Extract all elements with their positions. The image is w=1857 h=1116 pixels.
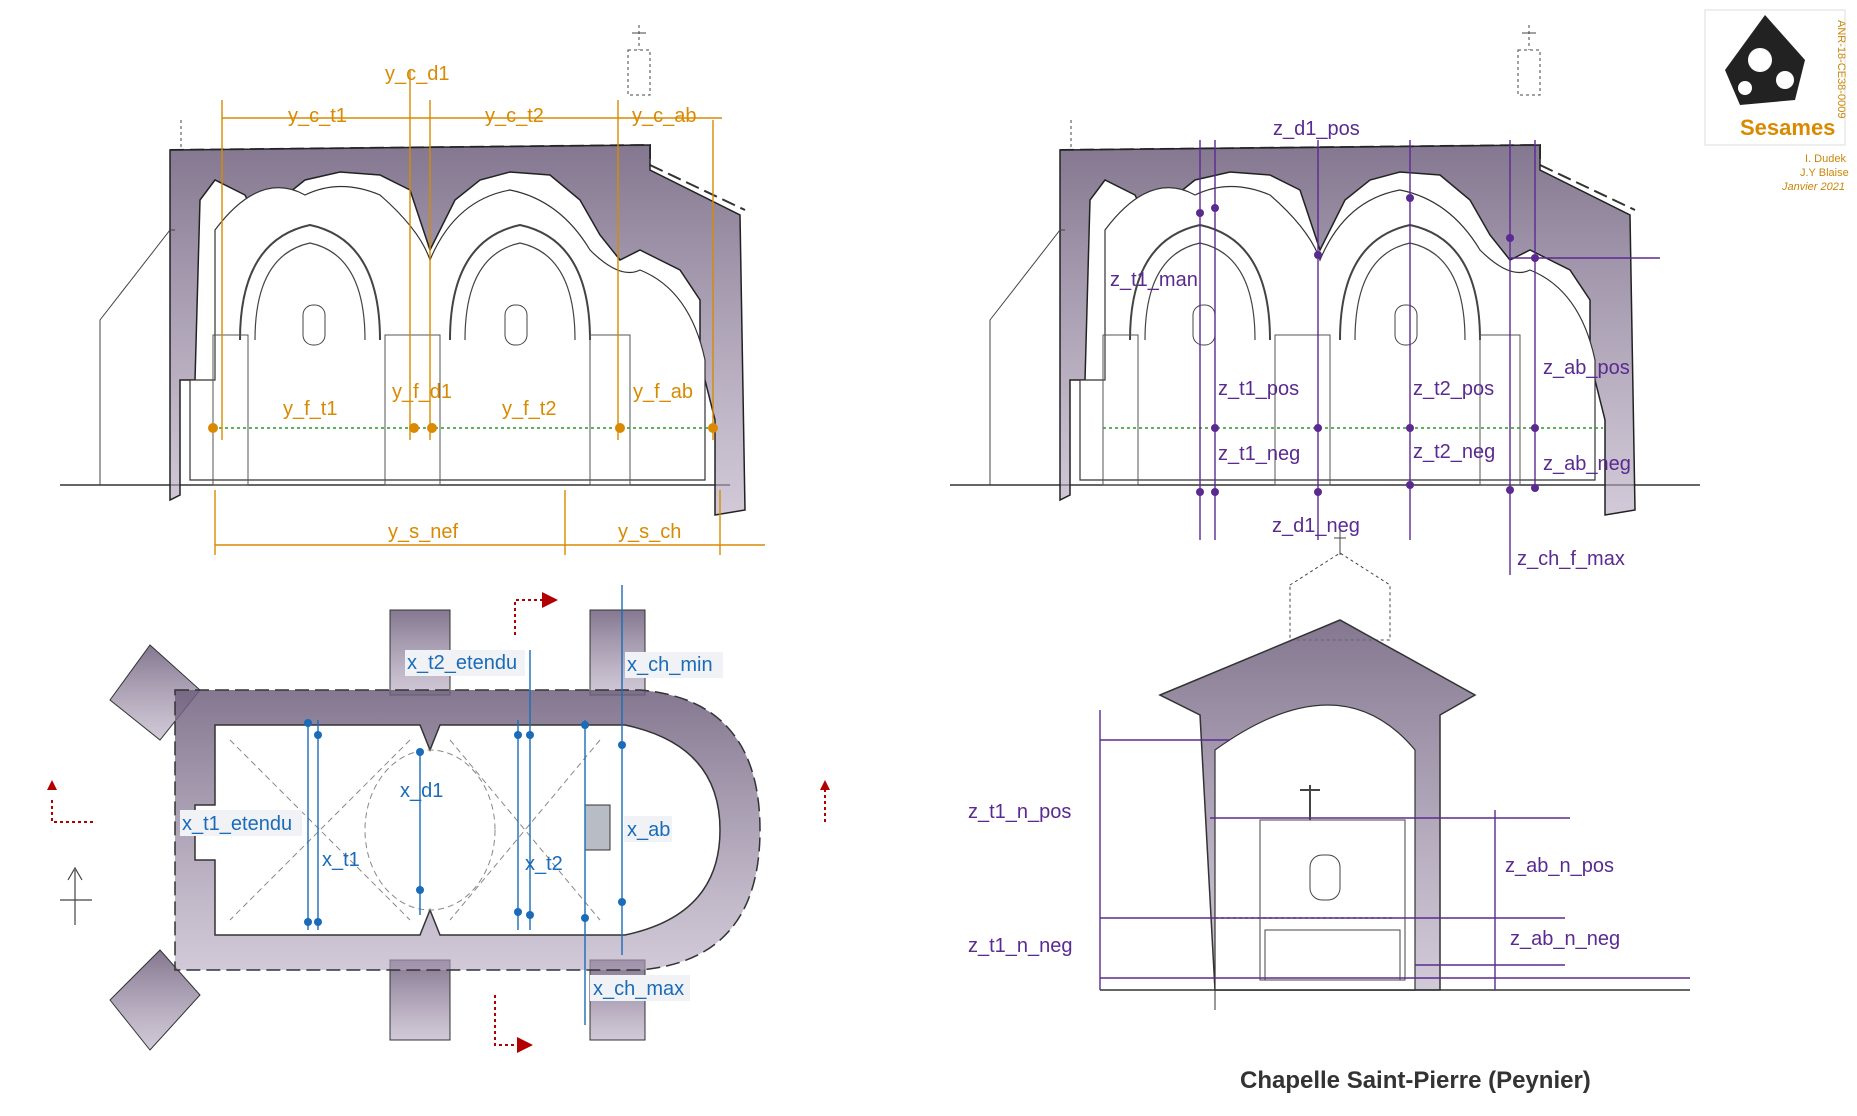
credit-date: Janvier 2021 [1781,181,1845,193]
label-x-t2: x_t2 [525,853,563,875]
label-z-t1-n-pos: z_t1_n_pos [968,801,1071,823]
label-x-t2-etendu: x_t2_etendu [407,652,517,674]
label-z-d1-pos: z_d1_pos [1273,118,1360,140]
section-longitudinal-right: z_d1_pos z_t1_man z_t1_pos z_t2_pos z_ab… [950,25,1700,575]
label-y-c-t2: y_c_t2 [485,105,544,127]
logo-title: Sesames [1740,115,1835,140]
credit-author-1: I. Dudek [1805,153,1846,165]
label-y-c-d1: y_c_d1 [385,63,450,85]
plan-view: x_t2_etendu x_ch_min x_d1 x_t1_etendu x_… [47,585,830,1053]
section-transverse: z_t1_n_pos z_ab_n_pos z_t1_n_neg z_ab_n_… [968,530,1690,1010]
credit-author-2: J.Y Blaise [1800,167,1849,179]
label-z-t1-n-neg: z_t1_n_neg [968,935,1073,957]
label-z-ab-pos: z_ab_pos [1543,357,1630,379]
label-y-f-d1: y_f_d1 [392,381,452,403]
label-z-ch-f-max: z_ch_f_max [1517,548,1625,570]
label-y-s-nef: y_s_nef [388,521,458,543]
label-z-t1-pos: z_t1_pos [1218,378,1299,400]
label-z-t2-pos: z_t2_pos [1413,378,1494,400]
label-z-t1-man: z_t1_man [1110,269,1198,291]
label-z-ab-n-pos: z_ab_n_pos [1505,855,1614,877]
sesames-logo: Sesames ANR-18-CE38-0009 I. Dudek J.Y Bl… [1704,9,1849,193]
label-x-ch-min: x_ch_min [627,654,713,676]
label-x-d1: x_d1 [400,780,443,802]
label-y-f-ab: y_f_ab [633,381,693,403]
label-z-d1-neg: z_d1_neg [1272,515,1360,537]
label-z-ab-neg: z_ab_neg [1543,453,1631,475]
label-x-t1: x_t1 [322,849,360,871]
label-z-t2-neg: z_t2_neg [1413,441,1495,463]
label-z-t1-neg: z_t1_neg [1218,443,1300,465]
label-z-ab-n-neg: z_ab_n_neg [1510,928,1620,950]
page-title: Chapelle Saint-Pierre (Peynier) [1240,1067,1591,1094]
label-y-f-t2: y_f_t2 [502,398,556,420]
label-y-s-ch: y_s_ch [618,521,681,543]
label-y-c-ab: y_c_ab [632,105,697,127]
label-y-c-t1: y_c_t1 [288,105,347,127]
label-x-ch-max: x_ch_max [593,978,684,1000]
label-x-ab: x_ab [627,819,670,841]
label-y-f-t1: y_f_t1 [283,398,337,420]
logo-side-text: ANR-18-CE38-0009 [1835,20,1847,118]
section-longitudinal-left: y_c_d1 y_c_t1 y_c_t2 y_c_ab y_f_t1 y_f_d… [60,25,765,555]
label-x-t1-etendu: x_t1_etendu [182,813,292,835]
